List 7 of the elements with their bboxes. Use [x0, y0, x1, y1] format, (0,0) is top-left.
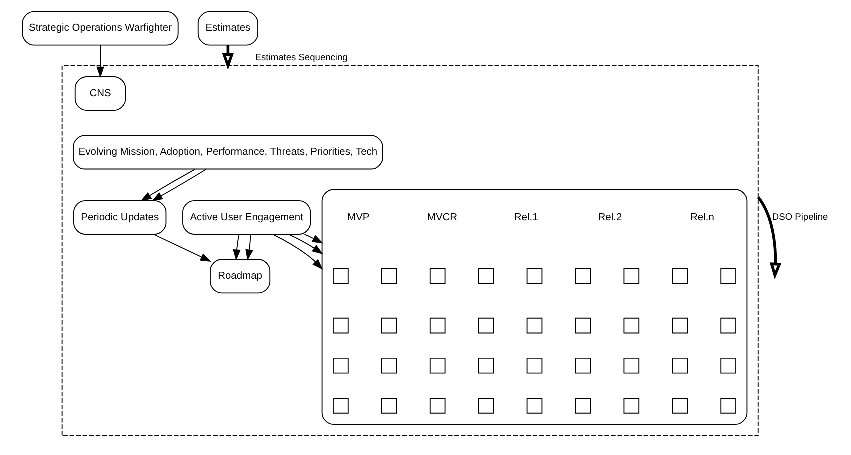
label: Rel.1 [514, 212, 538, 224]
label: Rel.n [690, 212, 714, 224]
edge-label: Estimates Sequencing [255, 52, 348, 63]
edge-label: DSO Pipeline [772, 212, 828, 222]
label: Rel.2 [598, 212, 622, 224]
label: MVP [348, 212, 370, 224]
label: MVCR [427, 212, 458, 224]
